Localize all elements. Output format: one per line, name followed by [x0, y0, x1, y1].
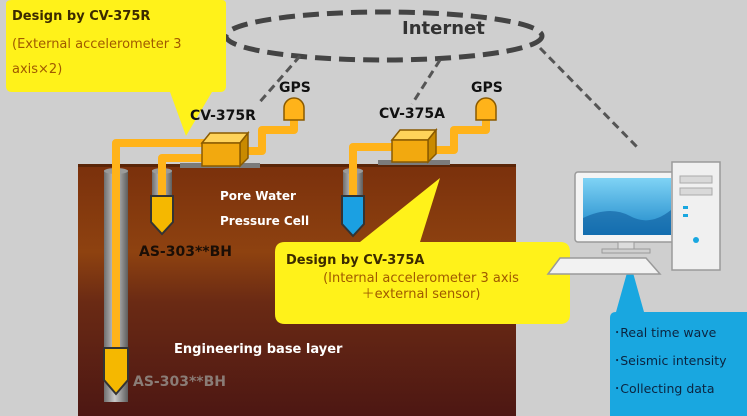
callout-cv375r-title: Design by CV-375R	[12, 9, 151, 24]
cv375a-label: CV-375A	[379, 106, 445, 122]
gps-icon-cv375a	[475, 97, 497, 121]
pc-info-item-2: ･Seismic intensity	[614, 353, 727, 368]
pore-sensor-probe	[341, 195, 365, 238]
pore-pressure-label-2: Pressure Cell	[220, 214, 310, 228]
callout-cv375r-line1: (External accelerometer 3	[12, 37, 182, 52]
cable-cv375r-gps	[243, 118, 298, 155]
callout-cv375r-line2: axis×2)	[12, 62, 63, 77]
deep-sensor-label: AS-303**BH	[133, 374, 226, 390]
callout-cv375r-shape	[6, 0, 226, 136]
link-cv375r	[256, 55, 302, 105]
ground-surface-line	[78, 164, 516, 167]
cv375a-device	[390, 127, 438, 164]
cable-cv375a-gps	[430, 118, 490, 154]
shallow-sensor-probe	[150, 195, 174, 236]
gps-label-cv375r: GPS	[279, 80, 311, 96]
deep-sensor-probe	[103, 347, 129, 396]
cable-deep-sensor	[112, 139, 205, 352]
cable-shallow-sensor	[158, 154, 205, 196]
cables	[112, 118, 490, 352]
internet-cloud	[223, 9, 545, 63]
pc-info-item-3: ･Collecting data	[614, 381, 715, 396]
callout-cv375a-shape	[275, 178, 570, 324]
pc-info-shape	[610, 262, 747, 416]
callout-cv375r: Design by CV-375R (External acceleromete…	[12, 6, 182, 80]
shallow-sensor-label: AS-303**BH	[139, 244, 232, 260]
link-pc	[538, 46, 642, 152]
pc-info-item-1: ･Real time wave	[614, 325, 717, 340]
gps-label-cv375a: GPS	[471, 80, 503, 96]
pore-pressure-label-1: Pore Water	[220, 189, 296, 203]
cv375r-label: CV-375R	[190, 108, 256, 124]
callout-cv375a-line1: (Internal accelerometer 3 axis	[323, 271, 519, 286]
cable-pore-sensor	[349, 143, 396, 196]
callout-cv375a: Design by CV-375A (Internal acceleromete…	[286, 250, 556, 303]
base-layer-label: Engineering base layer	[174, 342, 343, 357]
callout-cv375a-title: Design by CV-375A	[286, 253, 425, 268]
gps-icon-cv375r	[283, 97, 305, 121]
cv375r-device	[200, 130, 250, 168]
link-cv375a	[410, 59, 442, 105]
internet-label: Internet	[402, 18, 485, 39]
callout-cv375a-line2: ＋external sensor)	[361, 287, 481, 302]
computer-icon	[546, 161, 721, 275]
